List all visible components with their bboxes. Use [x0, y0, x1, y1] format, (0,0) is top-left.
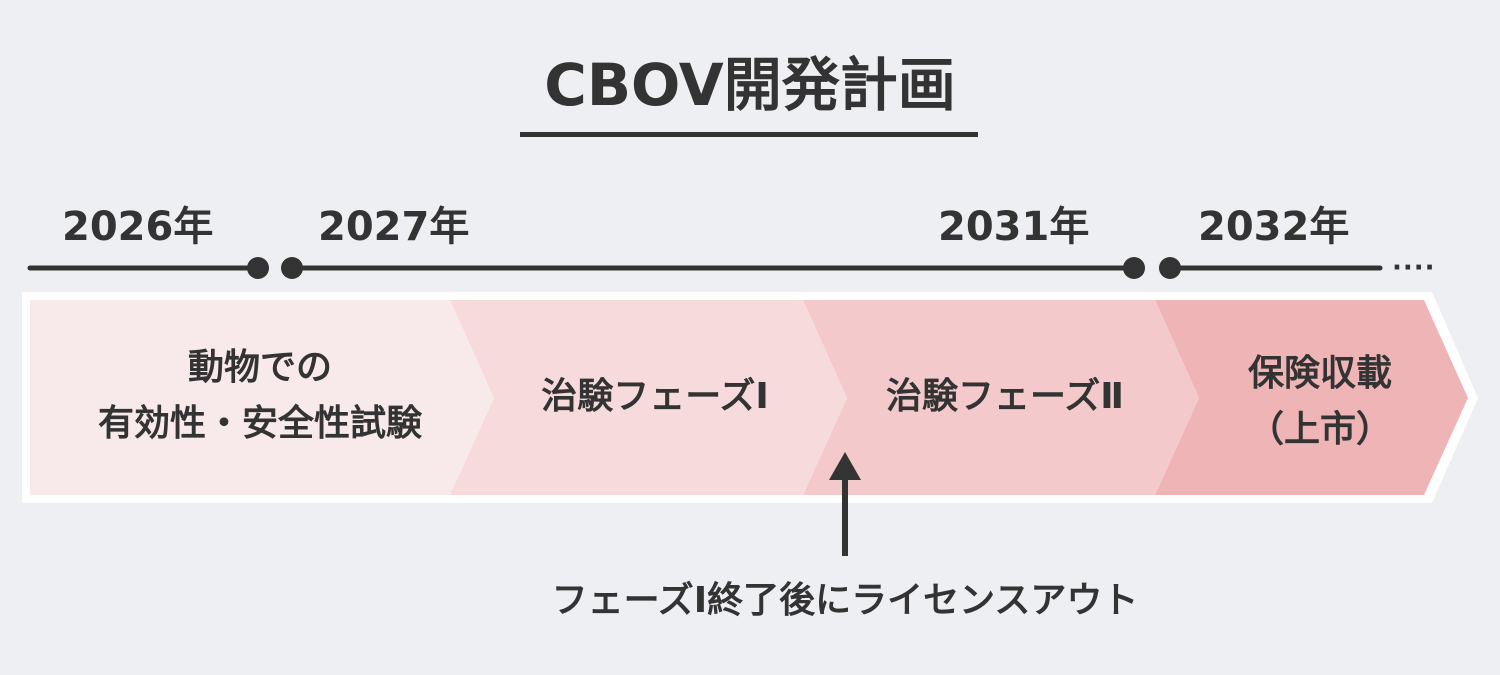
stage-label-phase-2: 治験フェーズⅡ — [886, 376, 1124, 417]
stage-band — [22, 292, 1478, 503]
stage-shape-phase-1 — [450, 300, 847, 495]
license-out-annotation: フェーズⅠ終了後にライセンスアウト — [551, 580, 1139, 621]
timeline-dot-2026-end — [247, 257, 269, 279]
stage-shape-animal-trials — [30, 300, 494, 495]
stage-label-insurance-listing: 保険収載 （上市） — [1247, 353, 1392, 450]
license-out-arrow — [829, 452, 861, 556]
stage-label-animal-trials: 動物での 有効性・安全性試験 — [97, 347, 422, 444]
year-label-2031: 2031年 — [938, 204, 1090, 250]
timeline-dot-2027-start — [281, 257, 303, 279]
timeline: ···· — [27, 253, 1436, 283]
title-underline — [520, 132, 978, 137]
timeline-dot-2032-start — [1159, 257, 1181, 279]
year-label-2027: 2027年 — [318, 204, 470, 250]
diagram-title: CBOV開発計画 — [544, 51, 956, 119]
stage-shape-insurance-listing — [1155, 300, 1468, 495]
year-label-2032: 2032年 — [1198, 204, 1350, 250]
stage-shape-phase-2 — [803, 300, 1199, 495]
stage-label-phase-1: 治験フェーズⅠ — [541, 376, 769, 417]
continuation-dots: ···· — [1392, 253, 1436, 283]
year-label-2026: 2026年 — [62, 204, 214, 250]
timeline-dot-2031-end — [1123, 257, 1145, 279]
